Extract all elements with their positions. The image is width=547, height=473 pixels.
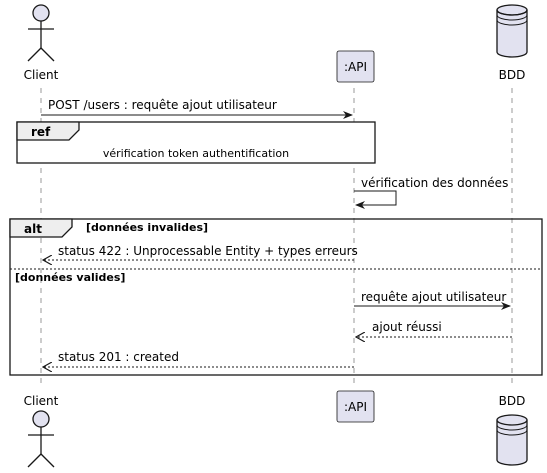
self-message-arrow [354,190,397,209]
message-label: POST /users : requête ajout utilisateur [48,98,277,112]
actor-icon [27,4,55,62]
ref-frame: ref vérification token authentification [16,121,376,164]
participant-label: :API [344,60,367,74]
participant-api-top: :API [336,50,375,83]
participant-label: Client [24,68,59,82]
message-label: vérification des données [361,176,508,190]
frame-tag: alt [24,222,42,236]
actor-icon [27,410,55,468]
frame-tag: ref [31,125,51,139]
message-label: ajout réussi [372,320,442,334]
participant-label: BDD [499,68,526,82]
participant-bdd-top: BDD [496,4,528,82]
database-icon [496,4,528,58]
message-label: requête ajout utilisateur [361,290,506,304]
participant-api-bottom: :API [336,390,375,423]
participant-client-bottom: Client [24,394,59,468]
guard-label: [données valides] [15,271,125,284]
participant-label: :API [344,400,367,414]
participant-label: Client [24,394,59,408]
database-icon [496,414,528,466]
message-label: status 201 : created [58,350,179,364]
ref-text: vérification token authentification [103,147,289,160]
alt-frame: alt [données invalides] [données valides… [9,218,543,376]
guard-label: [données invalides] [86,221,208,234]
participant-bdd-bottom: BDD [496,394,528,466]
participant-label: BDD [499,394,526,408]
message-label: status 422 : Unprocessable Entity + type… [58,244,358,258]
participant-client-top: Client [24,4,59,82]
